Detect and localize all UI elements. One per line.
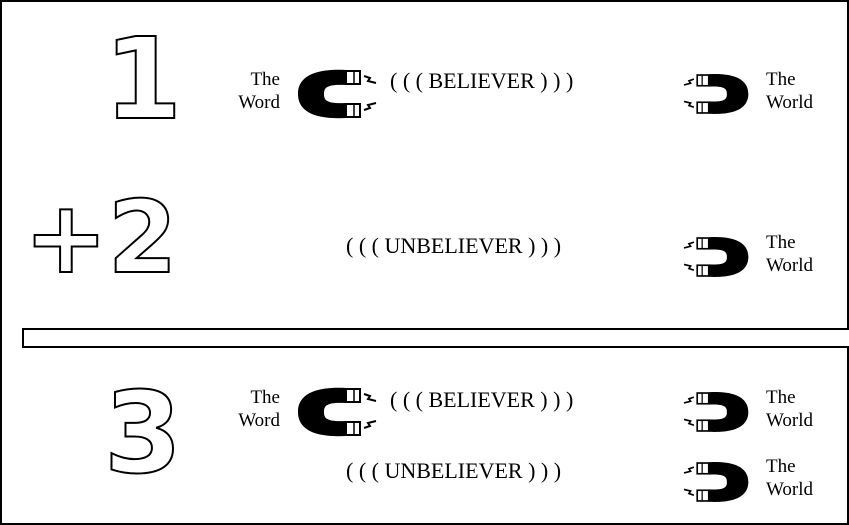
- unbeliever-phrase: ( ( ( UNBELIEVER ) ) ): [346, 458, 562, 483]
- magnet-icon: [297, 68, 377, 120]
- the-word-label-line2: Word: [238, 92, 280, 113]
- equals-divider: [22, 328, 849, 348]
- the-world-label-line1: The: [766, 232, 796, 253]
- the-word-label-line1: The: [250, 387, 280, 408]
- the-world-label-line1: The: [766, 456, 796, 477]
- unbeliever-phrase: ( ( ( UNBELIEVER ) ) ): [346, 233, 562, 258]
- believer-phrase: ( ( ( BELIEVER ) ) ): [390, 68, 574, 93]
- numeral-3: 3: [103, 369, 183, 499]
- the-world-label: The World: [766, 386, 836, 432]
- the-world-label-line2: World: [766, 255, 814, 276]
- magnet-icon: [683, 236, 750, 278]
- the-word-label: The Word: [220, 386, 280, 432]
- the-world-label-line2: World: [766, 479, 814, 500]
- the-world-label: The World: [766, 455, 836, 501]
- numeral-1: 1: [103, 15, 183, 145]
- the-world-label-line2: World: [766, 410, 814, 431]
- the-world-label-line1: The: [766, 387, 796, 408]
- the-word-label: The Word: [220, 68, 280, 114]
- magnet-icon: [297, 386, 377, 438]
- the-world-label-line2: World: [766, 92, 814, 113]
- believer-phrase: ( ( ( BELIEVER ) ) ): [390, 387, 574, 412]
- numeral-plus-2: +2: [23, 179, 178, 296]
- magnet-icon: [683, 73, 750, 115]
- magnet-icon: [683, 391, 750, 433]
- the-word-label-line2: Word: [238, 410, 280, 431]
- the-world-label-line1: The: [766, 69, 796, 90]
- the-world-label: The World: [766, 231, 836, 277]
- the-world-label: The World: [766, 68, 836, 114]
- the-word-label-line1: The: [250, 69, 280, 90]
- magnet-icon: [683, 461, 750, 503]
